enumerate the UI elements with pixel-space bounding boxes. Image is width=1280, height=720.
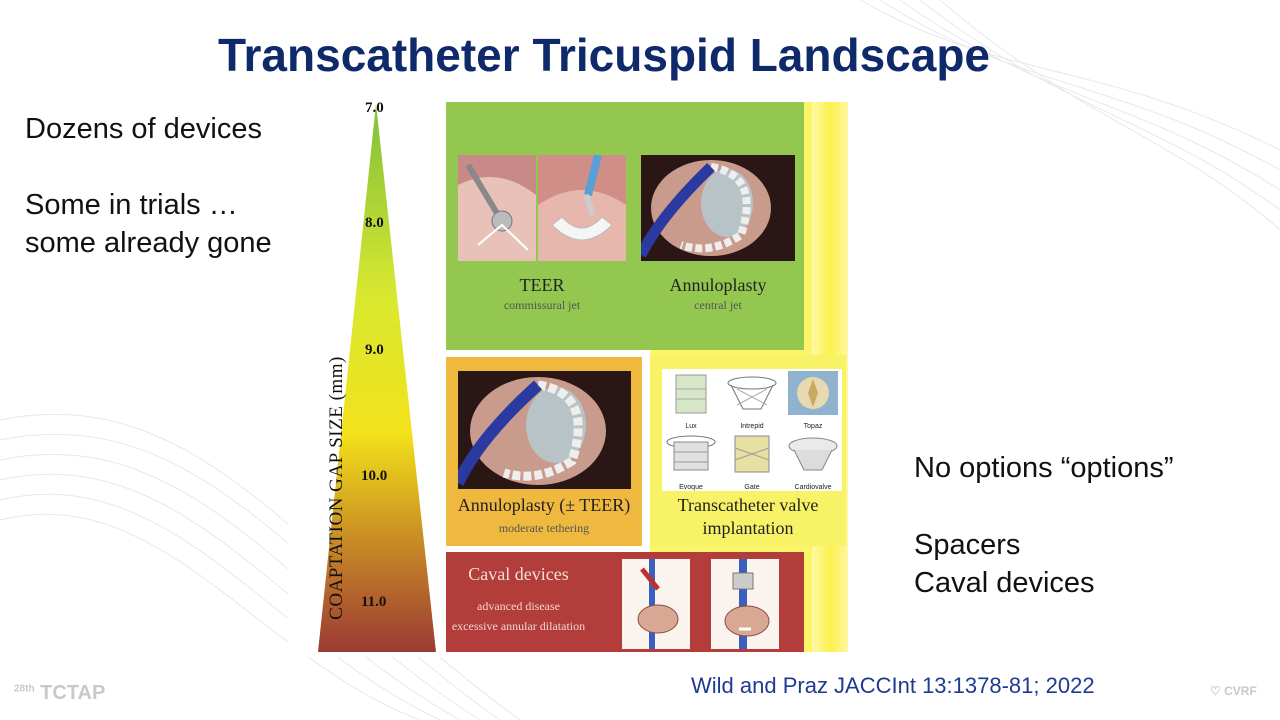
- tick-11: 11.0: [361, 594, 387, 610]
- valve-implantation-label: Transcatheter valve implantation: [677, 495, 819, 538]
- teer-sub: commissural jet: [503, 298, 581, 312]
- tick-8: 8.0: [365, 215, 384, 231]
- tick-7: 7.0: [365, 100, 384, 116]
- valve-cardiovalve: Cardiovalve: [784, 430, 842, 491]
- valve-evoque: Evoque: [662, 430, 720, 491]
- tick-9: 9.0: [365, 342, 384, 358]
- note-no-options: No options “options”: [914, 452, 1174, 484]
- annuloplasty-teer-sub: moderate tethering: [498, 521, 590, 535]
- caval-device-image-1: [622, 559, 690, 649]
- valve-devices-grid: Lux Intrepid Topaz Evoque Gate Cardioval…: [662, 369, 842, 491]
- valve-topaz: Topaz: [784, 369, 842, 430]
- caval-device-image-2: [711, 559, 779, 649]
- note-some-in-trials: Some in trials …: [25, 189, 238, 221]
- axis-title: COAPTATION GAP SIZE (mm): [326, 356, 347, 620]
- annuloplasty-image: [641, 155, 795, 261]
- footer-cvrf-logo: ♡ CVRF: [1210, 684, 1257, 698]
- valve-lux: Lux: [662, 369, 720, 430]
- annuloplasty-label: Annuloplasty: [669, 275, 767, 295]
- note-caval-devices: Caval devices: [914, 567, 1095, 599]
- teer-device-image: [538, 155, 626, 261]
- teer-label: TEER: [519, 275, 565, 295]
- note-dozens: Dozens of devices: [25, 113, 262, 145]
- tick-10: 10.0: [361, 468, 388, 484]
- slide-title: Transcatheter Tricuspid Landscape: [217, 29, 991, 81]
- annuloplasty-teer-label: Annuloplasty (± TEER): [457, 495, 631, 515]
- heart-icon: ♡: [1210, 684, 1221, 698]
- annuloplasty-sub: central jet: [694, 298, 742, 312]
- valve-gate: Gate: [723, 430, 781, 491]
- caval-sub1: advanced disease: [477, 599, 560, 613]
- valve-intrepid: Intrepid: [723, 369, 781, 430]
- gap-scale-triangle: [318, 104, 436, 652]
- citation: Wild and Praz JACCInt 13:1378-81; 2022: [691, 673, 1095, 698]
- teer-clip-image: [458, 155, 536, 261]
- caval-label: Caval devices: [468, 564, 569, 584]
- caval-sub2: excessive annular dilatation: [451, 619, 586, 633]
- note-already-gone: some already gone: [25, 227, 272, 259]
- annuloplasty-teer-image: [458, 371, 631, 489]
- footer-tctap-logo: 28th TCTAP: [14, 682, 106, 704]
- note-spacers: Spacers: [914, 529, 1021, 561]
- tricuspid-figure: COAPTATION GAP SIZE (mm) 7.0 8.0 9.0 10.…: [288, 97, 851, 657]
